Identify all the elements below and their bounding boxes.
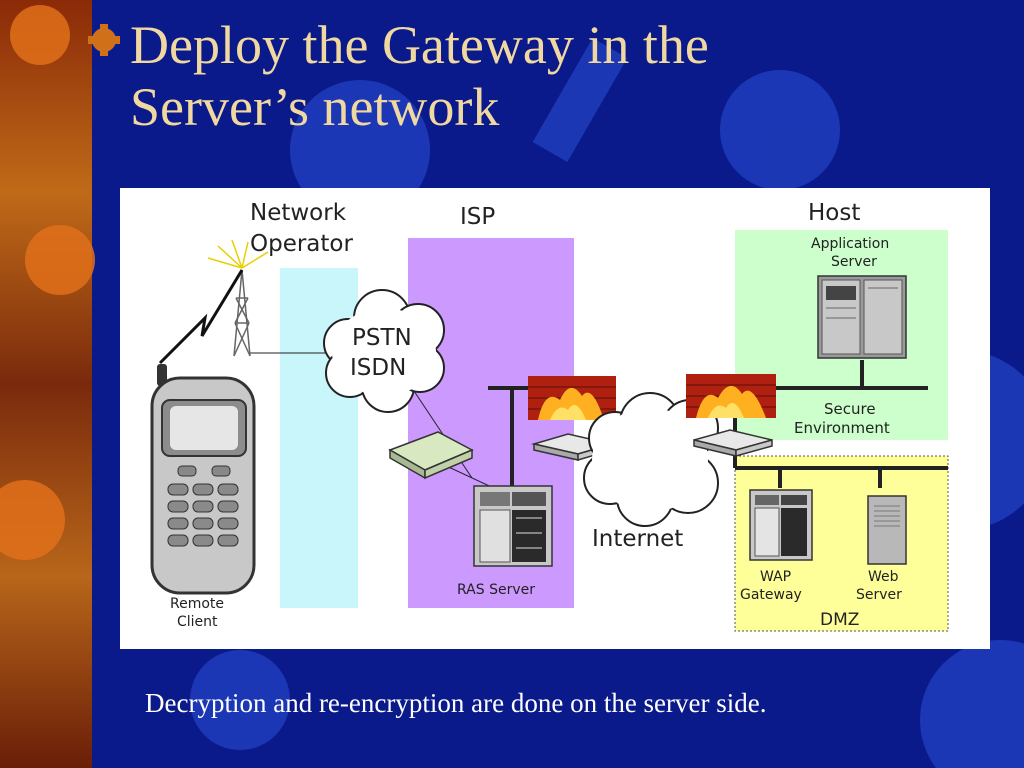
pstn-isdn-cloud-fill xyxy=(332,308,436,396)
application-server-icon xyxy=(817,275,907,359)
web-server-icon xyxy=(867,495,907,565)
slide-title-line-1: Deploy the Gateway in the xyxy=(130,15,709,75)
isp-label: ISP xyxy=(460,204,495,230)
gear-ornament xyxy=(0,5,95,560)
application-server-label-line-1: Application xyxy=(811,236,889,252)
network-operator-label-line-1: Network xyxy=(250,200,347,226)
internet-cloud-fill xyxy=(592,408,708,512)
host-firewall-icon xyxy=(686,374,776,418)
dmz-label: DMZ xyxy=(820,610,859,630)
secure-environment-label-line-1: Secure xyxy=(824,400,876,418)
isp-firewall-icon xyxy=(528,376,616,420)
network-diagram: Network Operator ISP Host DMZ xyxy=(120,188,990,649)
left-decorative-strip xyxy=(0,0,92,768)
signal-rays-icon xyxy=(207,239,269,269)
slide-caption: Decryption and re-encryption are done on… xyxy=(145,688,767,718)
wap-gateway-label-line-2: Gateway xyxy=(740,587,802,603)
ras-server-label: RAS Server xyxy=(457,582,535,598)
wap-gateway-label-line-1: WAP xyxy=(760,569,791,585)
slide-title: Deploy the Gateway in the Server’s netwo… xyxy=(130,14,990,138)
ras-server-icon xyxy=(473,485,553,567)
mobile-phone-icon xyxy=(150,364,256,595)
host-label: Host xyxy=(808,200,860,226)
web-server-label-line-2: Server xyxy=(856,587,902,603)
remote-client-label-line-1: Remote xyxy=(170,596,224,612)
secure-environment-label-line-2: Environment xyxy=(794,419,890,437)
host-router-icon xyxy=(693,429,773,457)
pstn-label: PSTN xyxy=(352,325,412,351)
modem-icon xyxy=(388,431,474,480)
remote-client-label-line-2: Client xyxy=(177,614,218,630)
wireless-link-icon xyxy=(158,269,244,365)
internet-label: Internet xyxy=(592,526,683,552)
web-server-label-line-1: Web xyxy=(868,569,899,585)
isdn-label: ISDN xyxy=(350,355,406,381)
application-server-label-line-2: Server xyxy=(831,254,877,270)
slide-title-line-2: Server’s network xyxy=(130,77,500,137)
antenna-tower-icon xyxy=(233,269,251,357)
wap-gateway-icon xyxy=(749,489,813,561)
title-bullet-gear-icon xyxy=(88,24,120,56)
